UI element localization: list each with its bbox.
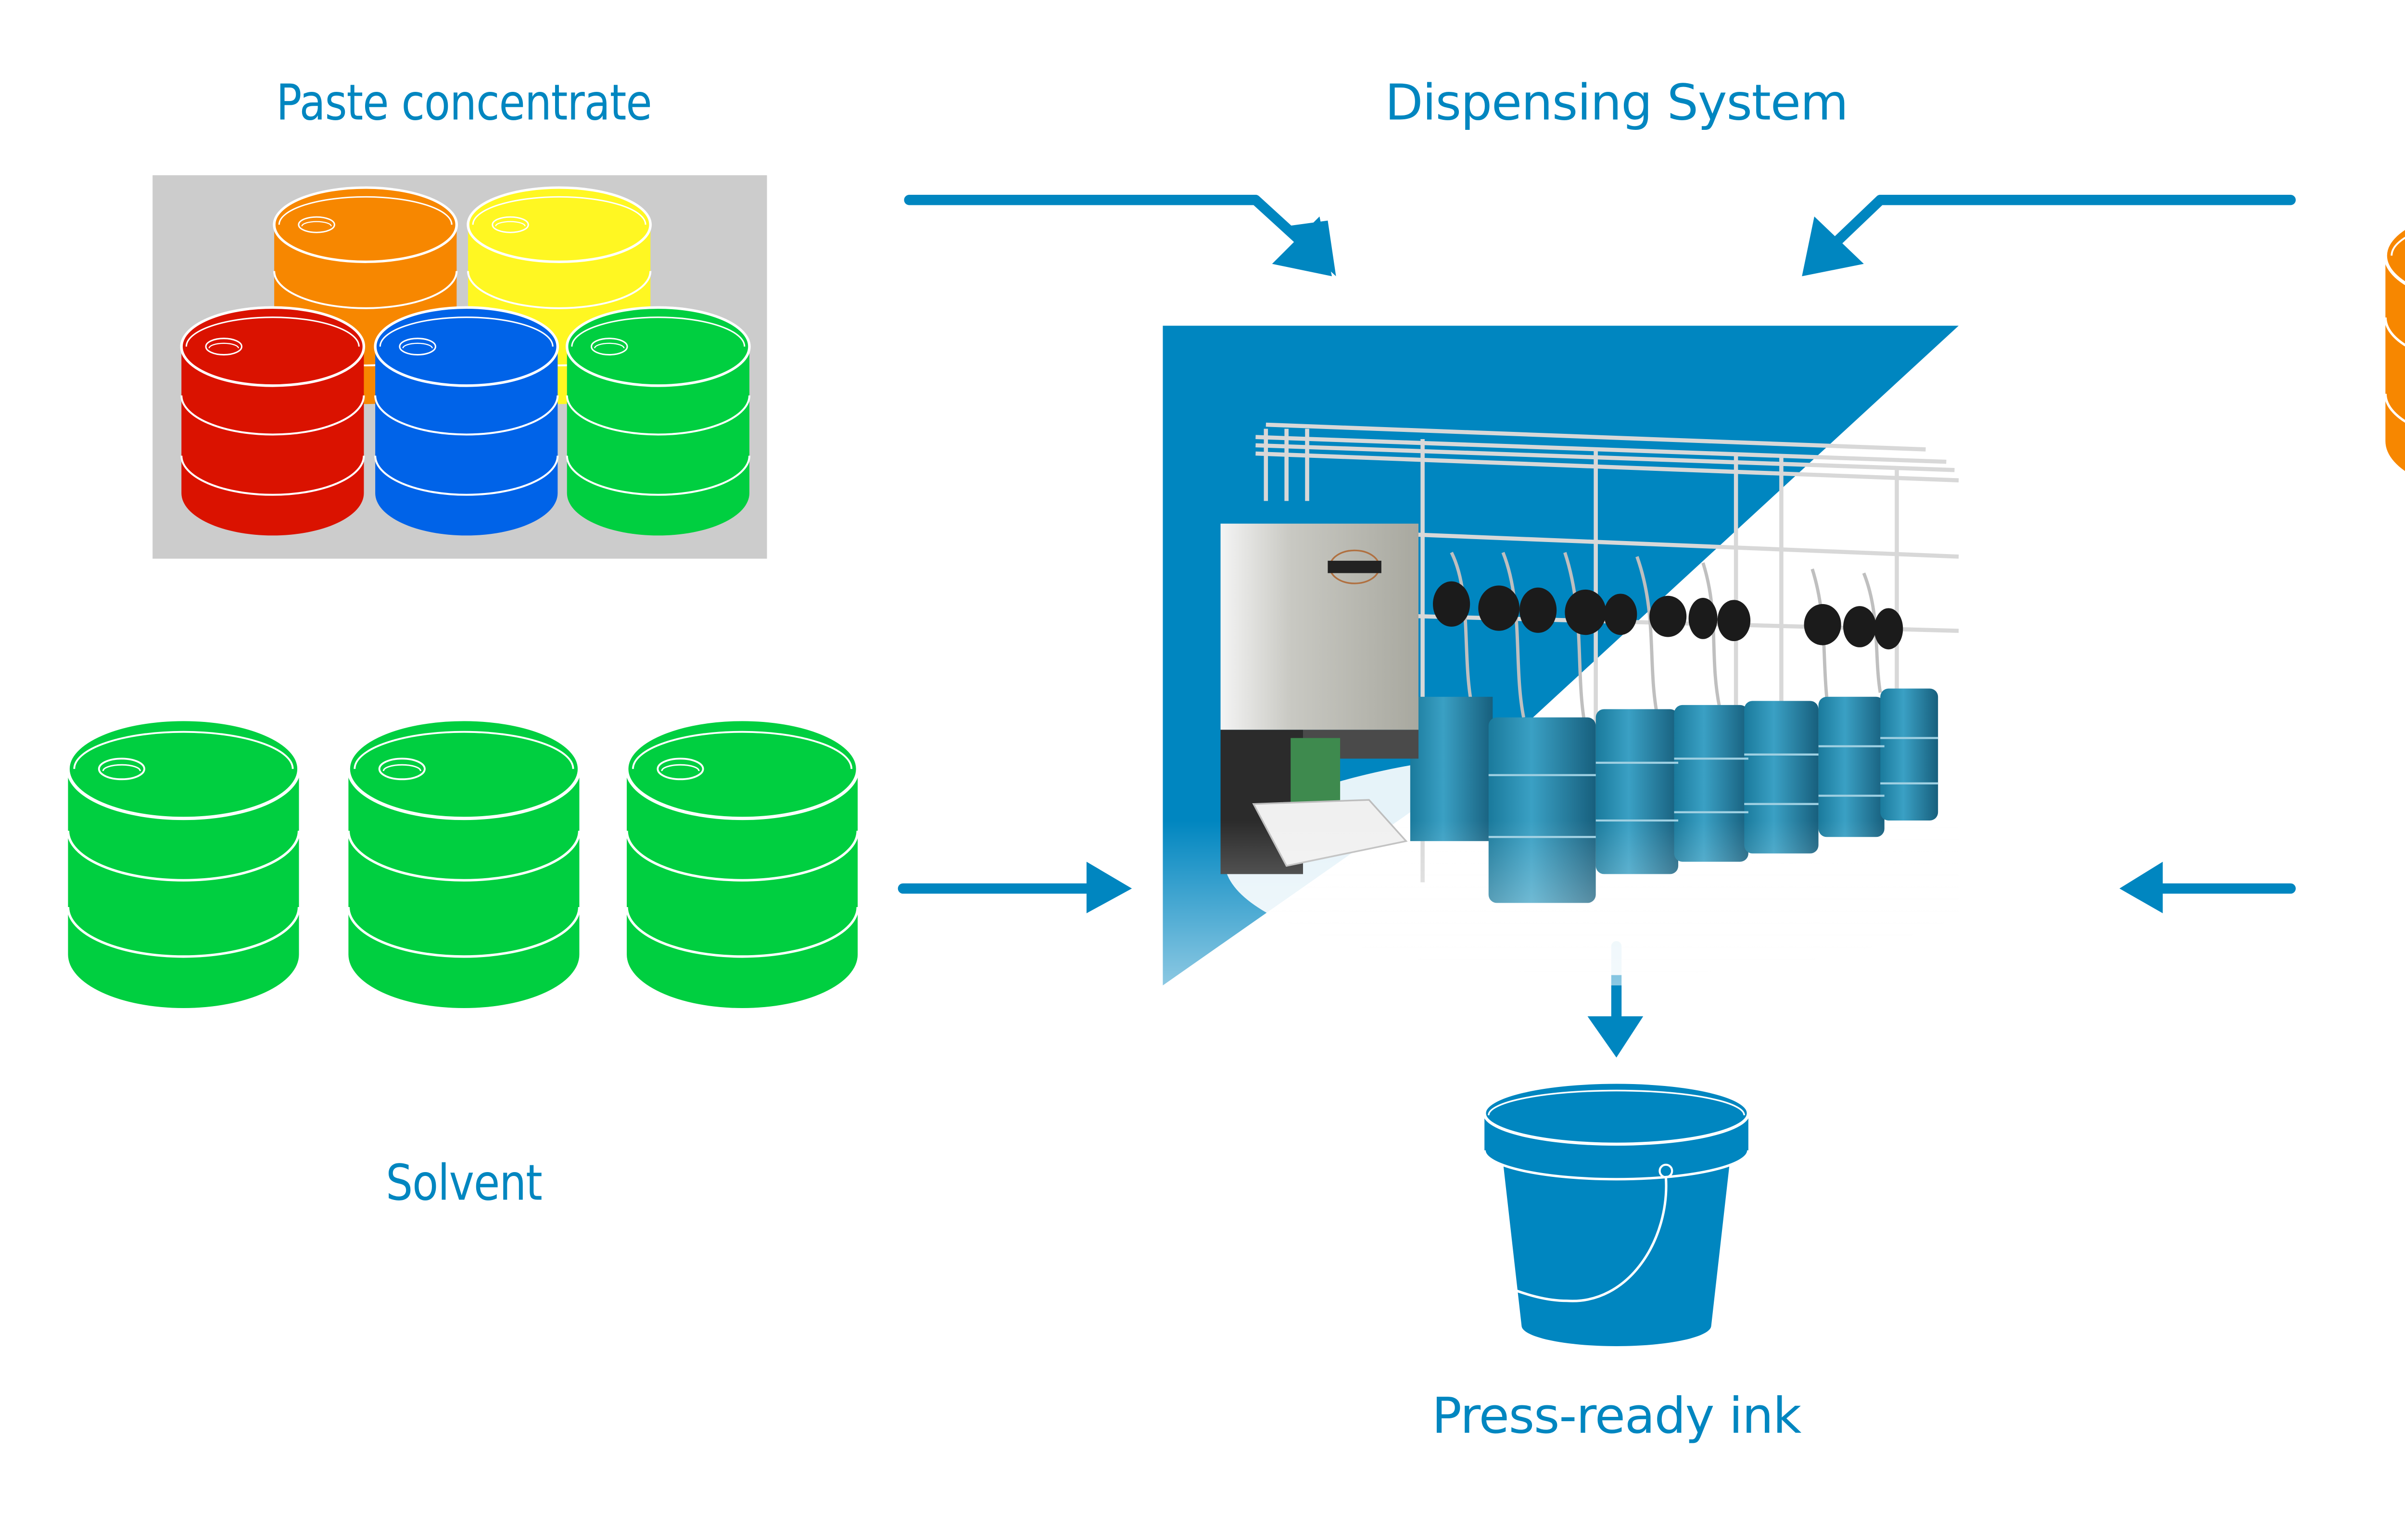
label-press-ready-ink: Press-ready ink <box>1431 1387 1801 1445</box>
machine-logo <box>1328 560 1381 573</box>
label-paste-concentrate: Paste concentrate <box>276 74 652 132</box>
label-dispensing-system: Dispensing System <box>1385 74 1848 132</box>
arrow-technology-to-dispensing <box>1802 195 2296 277</box>
paste-concentrate-drums <box>152 175 767 559</box>
dispensing-system-illustration <box>1163 326 2008 985</box>
arrow-extender-to-dispensing <box>2119 861 2296 913</box>
arrow-paste-to-dispensing <box>904 195 1336 277</box>
press-ready-ink-bucket-icon <box>1482 1081 1750 1346</box>
pumps <box>1433 581 1903 650</box>
arrow-solvent-to-dispensing <box>898 861 1132 913</box>
label-solvent: Solvent <box>386 1154 543 1212</box>
